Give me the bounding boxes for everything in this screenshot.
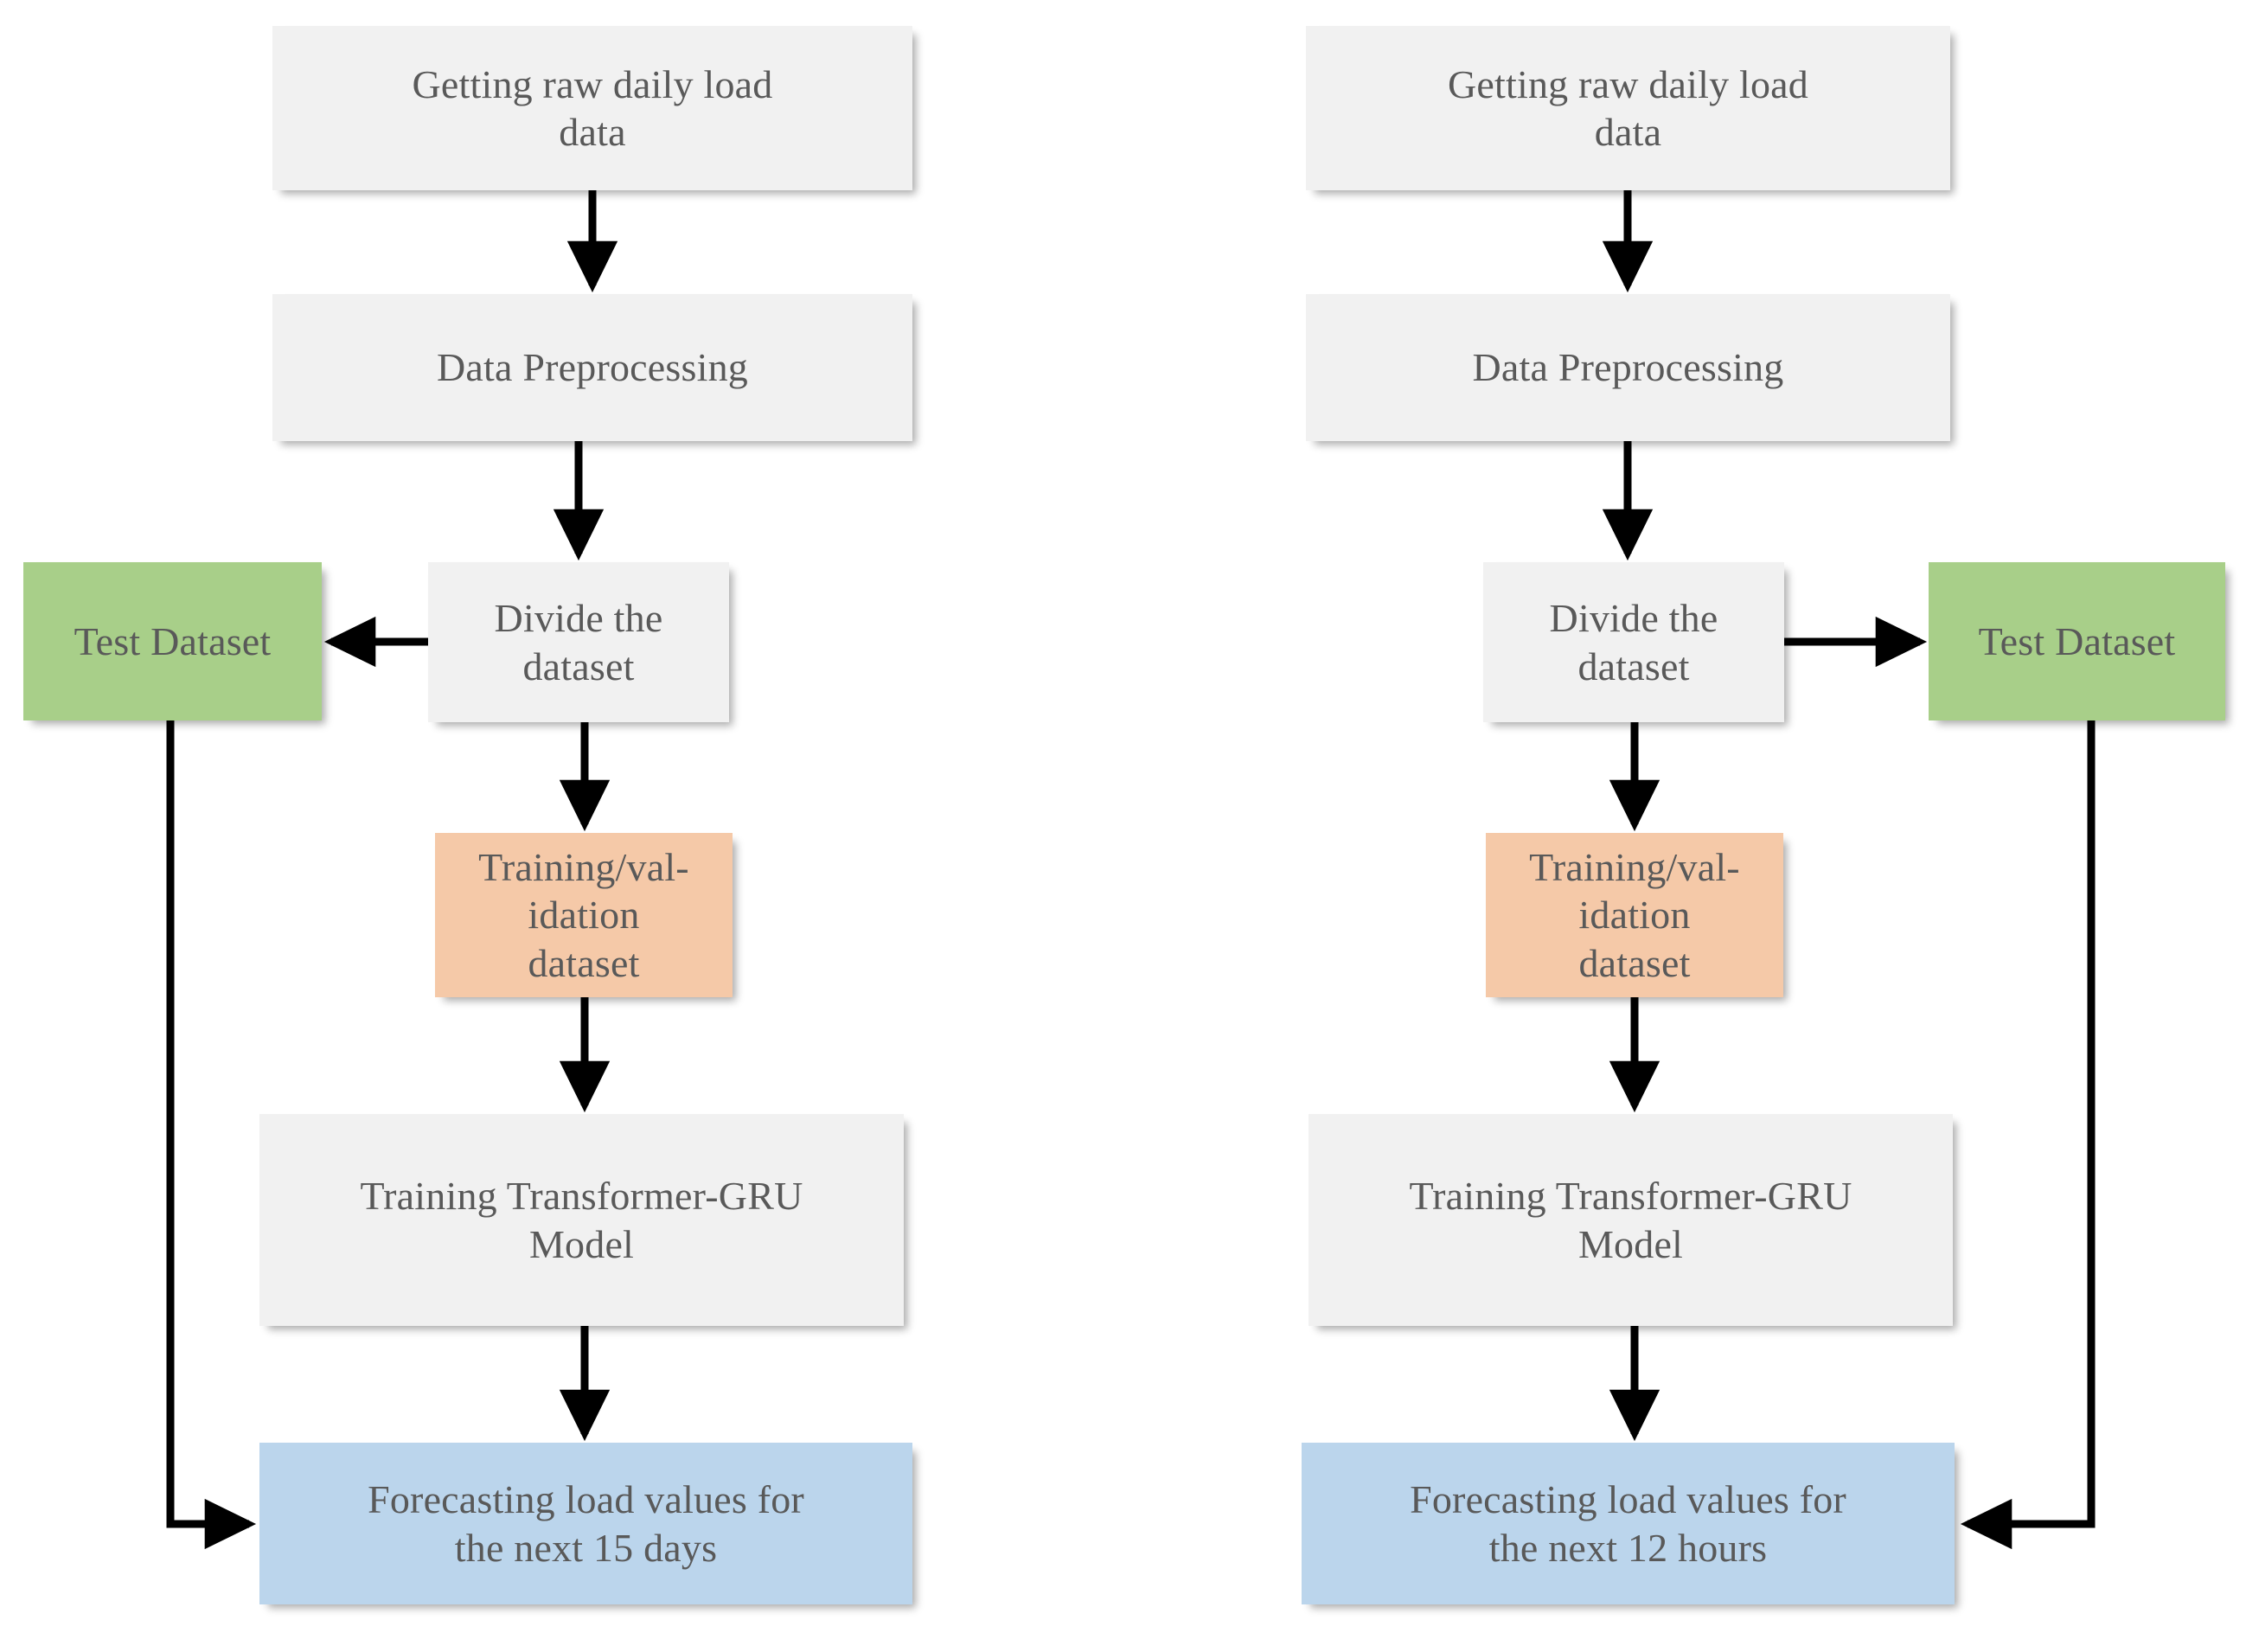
node-training-validation-dataset-right[interactable]: Training/val- idation dataset — [1486, 833, 1783, 997]
node-label: Training/val- idation dataset — [478, 845, 689, 985]
node-data-preprocessing-right[interactable]: Data Preprocessing — [1306, 294, 1950, 441]
node-label: Forecasting load values for the next 15 … — [368, 1477, 804, 1570]
node-data-preprocessing-left[interactable]: Data Preprocessing — [272, 294, 912, 441]
edge-r-test-to-r-forecast — [1960, 720, 2096, 1550]
node-forecasting-load-values-12-hours[interactable]: Forecasting load values for the next 12 … — [1302, 1443, 1955, 1604]
node-label: Training/val- idation dataset — [1529, 845, 1740, 985]
node-label: Training Transformer-GRU Model — [360, 1174, 803, 1266]
edge-l-test-to-l-forecast — [166, 720, 257, 1550]
node-test-dataset-left[interactable]: Test Dataset — [23, 562, 322, 720]
node-label: Test Dataset — [74, 618, 272, 663]
node-training-transformer-gru-model-right[interactable]: Training Transformer-GRU Model — [1309, 1114, 1953, 1326]
node-label: Getting raw daily load data — [412, 61, 773, 154]
node-label: Training Transformer-GRU Model — [1409, 1174, 1852, 1266]
node-forecasting-load-values-15-days[interactable]: Forecasting load values for the next 15 … — [259, 1443, 912, 1604]
node-divide-the-dataset-right[interactable]: Divide the dataset — [1483, 562, 1784, 722]
node-getting-raw-daily-load-data-right[interactable]: Getting raw daily load data — [1306, 26, 1950, 190]
node-test-dataset-right[interactable]: Test Dataset — [1929, 562, 2225, 720]
node-label: Test Dataset — [1978, 618, 2176, 663]
node-label: Divide the dataset — [494, 596, 663, 688]
node-label: Getting raw daily load data — [1447, 61, 1808, 154]
node-getting-raw-daily-load-data-left[interactable]: Getting raw daily load data — [272, 26, 912, 190]
node-divide-the-dataset-left[interactable]: Divide the dataset — [428, 562, 729, 722]
node-label: Data Preprocessing — [1472, 345, 1784, 390]
node-label: Forecasting load values for the next 12 … — [1410, 1477, 1846, 1570]
node-training-validation-dataset-left[interactable]: Training/val- idation dataset — [435, 833, 733, 997]
node-label: Data Preprocessing — [437, 345, 748, 390]
node-training-transformer-gru-model-left[interactable]: Training Transformer-GRU Model — [259, 1114, 904, 1326]
node-label: Divide the dataset — [1549, 596, 1718, 688]
